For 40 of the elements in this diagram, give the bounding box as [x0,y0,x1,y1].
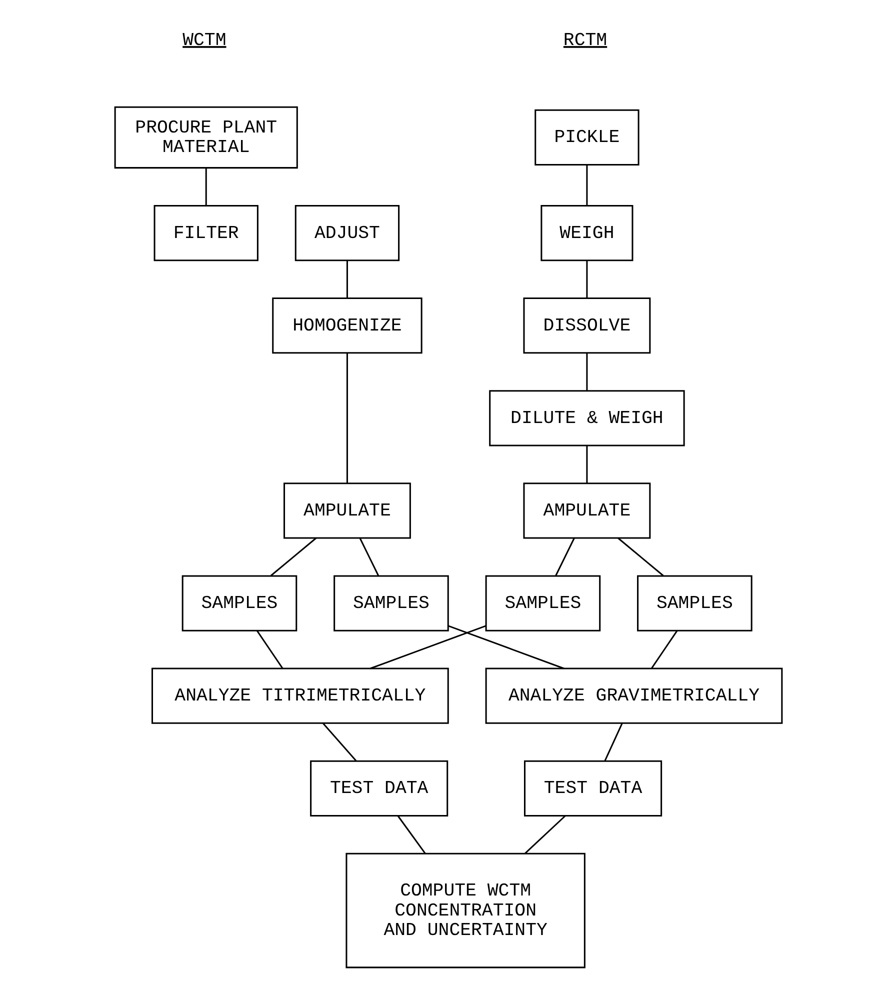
connector [204,168,206,206]
connector [256,630,283,669]
connector [617,538,664,576]
connector [322,722,356,762]
connector [369,625,486,670]
node-box: DILUTE & WEIGH [488,390,684,446]
node-box: TEST DATA [310,760,448,816]
connector [586,260,588,298]
label: WCTM [182,31,226,52]
node-box: AMPULATE [283,482,410,539]
connector [604,722,622,762]
connector [358,538,379,576]
node-box: ADJUST [294,204,400,262]
connector [586,353,588,390]
node-box: PROCURE PLANT MATERIAL [114,106,298,169]
label: RCTM [562,31,607,52]
node-box: WEIGH [540,204,633,262]
connector [396,815,426,854]
node-box: DISSOLVE [522,298,650,354]
connector [346,352,348,484]
connector [650,630,678,669]
connector [554,538,574,576]
node-box: COMPUTE WCTM CONCENTRATION AND UNCERTAINTY [345,852,585,968]
connector [447,625,564,670]
connector [346,260,348,298]
node-box: ANALYZE GRAVIMETRICALLY [484,668,782,724]
node-box: SAMPLES [636,575,752,632]
connector [270,538,316,576]
connector [586,165,588,206]
node-box: SAMPLES [333,575,448,632]
node-box: FILTER [153,204,258,262]
connector [586,446,588,484]
connector [524,815,566,854]
node-box: SAMPLES [484,575,600,632]
node-box: HOMOGENIZE [272,298,422,354]
node-box: PICKLE [534,109,639,166]
node-box: SAMPLES [181,575,297,632]
node-box: TEST DATA [523,760,662,816]
node-box: ANALYZE TITRIMETRICALLY [150,668,448,724]
node-box: AMPULATE [522,482,650,539]
